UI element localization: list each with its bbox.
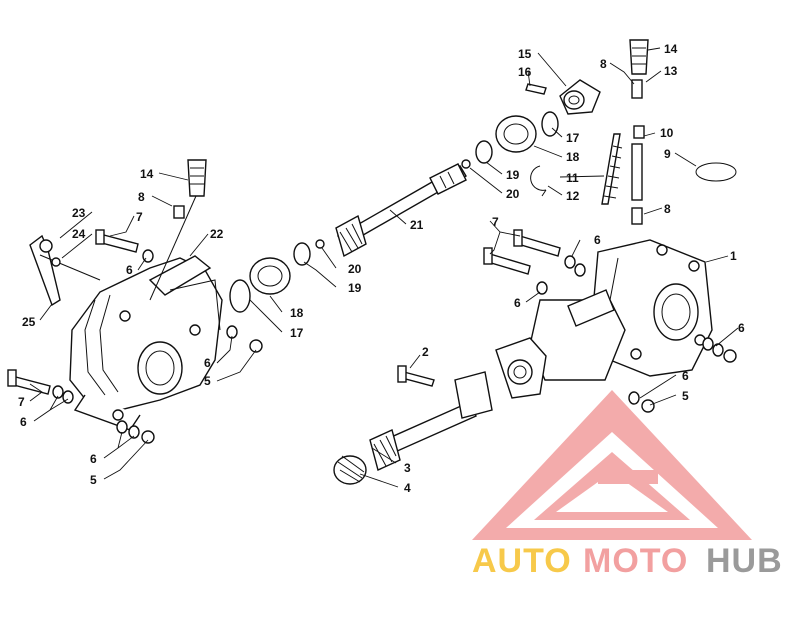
callout-10: 10 <box>660 126 674 140</box>
callout-21: 21 <box>410 218 424 232</box>
callout-7b: 7 <box>18 395 25 409</box>
callout-6e: 6 <box>514 296 521 310</box>
left-fasteners <box>7 229 263 444</box>
callout-22: 22 <box>210 227 224 241</box>
right-vent <box>629 39 737 225</box>
callout-20b: 20 <box>348 262 362 276</box>
callout-20a: 20 <box>506 187 520 201</box>
callout-6g: 6 <box>738 321 745 335</box>
callout-5a: 5 <box>204 374 211 388</box>
callout-25: 25 <box>22 315 36 329</box>
callout-11: 11 <box>566 171 579 185</box>
callout-14a: 14 <box>140 167 154 181</box>
callout-12: 12 <box>566 189 580 203</box>
callout-4: 4 <box>404 481 411 495</box>
callout-19b: 19 <box>348 281 362 295</box>
callout-16: 16 <box>518 65 532 79</box>
callout-6d: 6 <box>90 452 97 466</box>
callout-7a: 7 <box>136 210 143 224</box>
left-housing <box>69 255 223 431</box>
watermark-text: AUTO MOTO HUB <box>472 542 783 580</box>
callout-6f: 6 <box>594 233 601 247</box>
callout-8c: 8 <box>664 202 671 216</box>
callout-1: 1 <box>730 249 737 263</box>
callout-9: 9 <box>664 147 671 161</box>
output-shaft <box>333 365 493 485</box>
drive-shaft <box>335 163 467 258</box>
callout-13: 13 <box>664 64 678 78</box>
callout-23: 23 <box>72 206 86 220</box>
callouts: 1 2 3 4 5 5 5 6 6 6 6 6 6 6 6 7 7 7 8 8 … <box>18 42 745 495</box>
leader-lines <box>29 47 739 488</box>
callout-6b: 6 <box>204 356 211 370</box>
snap-ring-spring <box>530 133 623 205</box>
callout-24: 24 <box>72 227 86 241</box>
callout-18b: 18 <box>290 306 304 320</box>
watermark-logo <box>472 390 752 540</box>
callout-5b: 5 <box>90 473 97 487</box>
callout-7c: 7 <box>492 215 499 229</box>
watermark-moto: MOTO <box>583 542 688 580</box>
top-coupler <box>525 79 601 115</box>
callout-17b: 17 <box>290 326 304 340</box>
watermark-auto: AUTO <box>472 542 572 580</box>
callout-15: 15 <box>518 47 532 61</box>
callout-3: 3 <box>404 461 411 475</box>
callout-5c: 5 <box>682 389 689 403</box>
right-housing <box>495 239 713 399</box>
callout-18a: 18 <box>566 150 580 164</box>
callout-19a: 19 <box>506 168 520 182</box>
callout-6a: 6 <box>126 263 133 277</box>
watermark-hub: HUB <box>706 542 783 580</box>
callout-2: 2 <box>422 345 429 359</box>
callout-6c: 6 <box>20 415 27 429</box>
right-fasteners <box>483 229 737 413</box>
callout-17a: 17 <box>566 131 580 145</box>
callout-8a: 8 <box>138 190 145 204</box>
callout-6h: 6 <box>682 369 689 383</box>
lever-arm <box>29 234 101 307</box>
left-vent <box>149 159 207 301</box>
callout-14b: 14 <box>664 42 678 56</box>
callout-8b: 8 <box>600 57 607 71</box>
